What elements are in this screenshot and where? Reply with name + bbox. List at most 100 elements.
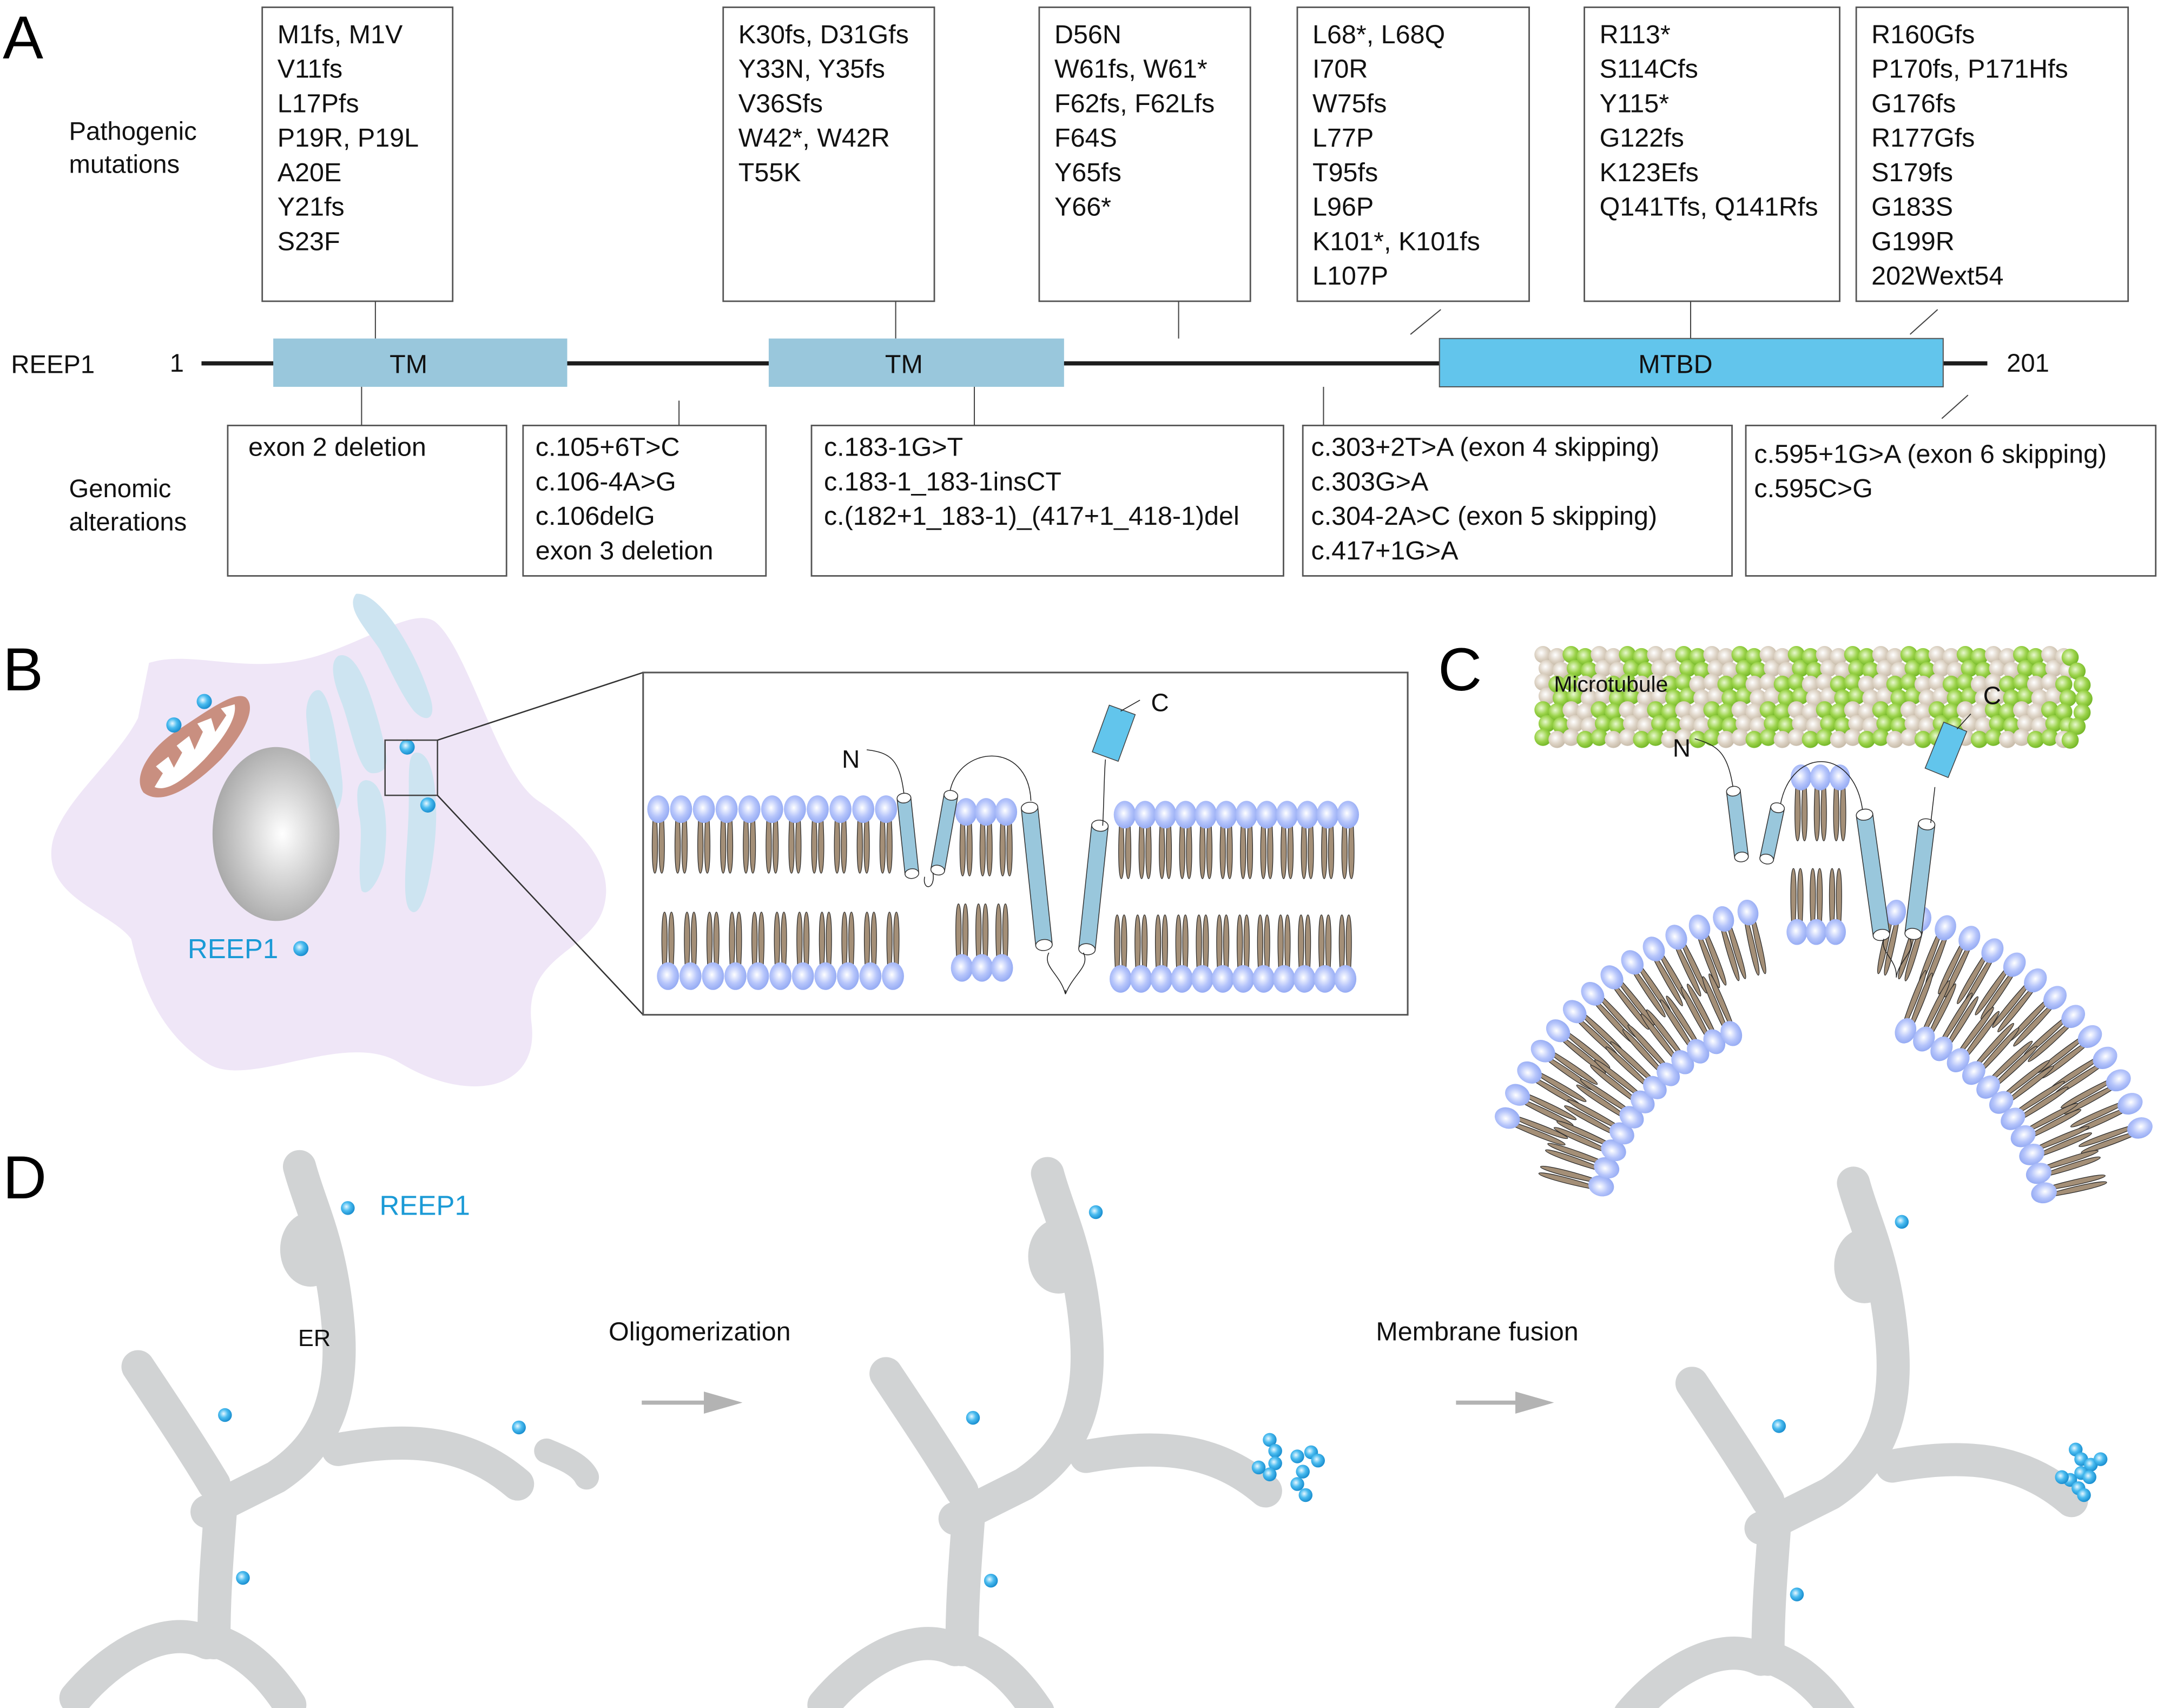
beta-tubulin xyxy=(1731,674,1749,691)
alpha-tubulin xyxy=(1858,703,1876,721)
end-residue: 201 xyxy=(2007,349,2049,378)
domain-tm-1: TM xyxy=(273,338,568,387)
mutation-entry: G176fs xyxy=(1871,89,1956,118)
mutations-row-label-1: Pathogenic xyxy=(69,117,197,146)
lipid xyxy=(1913,980,1956,1052)
alpha-tubulin xyxy=(1566,715,1584,733)
mutation-entry: G122fs xyxy=(1600,123,1684,153)
alpha-tubulin xyxy=(1928,646,1946,663)
beta-tubulin xyxy=(1834,689,1851,707)
mutation-entry: K123Efs xyxy=(1600,158,1699,187)
alpha-tubulin xyxy=(1914,703,1932,721)
lipid xyxy=(1938,926,1981,998)
lipid xyxy=(1195,801,1217,879)
alpha-tubulin xyxy=(1802,703,1819,721)
alpha-tubulin xyxy=(1665,662,1683,680)
alpha-tubulin xyxy=(1675,729,1693,746)
panel-label-a: A xyxy=(3,3,43,71)
alpha-tubulin xyxy=(1778,662,1795,680)
genomic-entry: c.106-4A>G xyxy=(536,467,676,496)
lipid xyxy=(702,912,724,990)
beta-tubulin xyxy=(2075,690,2093,708)
alpha-tubulin xyxy=(1750,689,1767,707)
reep1-legend-label: REEP1 xyxy=(188,933,278,964)
alpha-tubulin xyxy=(1534,646,1552,663)
beta-tubulin xyxy=(1848,660,1865,677)
lipid xyxy=(1191,914,1213,993)
beta-tubulin xyxy=(1914,730,1932,748)
beta-tubulin xyxy=(1872,701,1890,718)
lipid xyxy=(995,798,1018,876)
alpha-tubulin xyxy=(1759,674,1777,691)
alpha-tubulin xyxy=(1534,674,1552,691)
lipid xyxy=(1688,914,1727,988)
arrow-membrane-fusion xyxy=(1456,1392,1554,1414)
domain-mtbd: MTBD xyxy=(1439,338,1944,387)
mutation-entry: L77P xyxy=(1312,123,1374,153)
alpha-tubulin xyxy=(1928,674,1946,691)
genomic-entry: c.106delG xyxy=(536,502,655,531)
n-terminus-label-c: N xyxy=(1673,734,1691,762)
alpha-tubulin xyxy=(1844,729,1862,746)
alpha-tubulin xyxy=(1816,674,1833,691)
lipid xyxy=(1296,801,1318,879)
beta-tubulin xyxy=(1538,715,1556,733)
alpha-tubulin xyxy=(1689,703,1707,721)
alpha-tubulin xyxy=(1998,730,2016,748)
beta-tubulin xyxy=(1858,648,1876,665)
lipid xyxy=(1546,1019,1611,1074)
beta-tubulin xyxy=(1816,729,1833,746)
alpha-tubulin xyxy=(1707,687,1725,705)
lipid xyxy=(1553,1120,1626,1162)
alpha-tubulin xyxy=(1975,717,1993,735)
beta-tubulin xyxy=(2068,662,2086,680)
alpha-tubulin xyxy=(1816,646,1833,663)
alpha-tubulin xyxy=(1619,729,1636,746)
beta-tubulin xyxy=(1844,646,1862,663)
genomic-box: exon 2 deletion xyxy=(227,425,507,577)
lipid xyxy=(1962,1023,2020,1085)
alpha-tubulin xyxy=(1633,703,1651,721)
lipid xyxy=(1175,801,1197,879)
domain-label: MTBD xyxy=(1638,349,1712,379)
reep1-dot xyxy=(399,739,415,755)
beta-tubulin xyxy=(1665,689,1683,707)
lipid xyxy=(2061,1069,2131,1115)
lipid xyxy=(2079,1117,2153,1154)
lipid xyxy=(1947,1007,2000,1072)
beta-tubulin xyxy=(1787,646,1805,663)
alpha-tubulin xyxy=(1731,729,1749,746)
alpha-tubulin xyxy=(1745,675,1763,693)
lipid xyxy=(1505,1084,1577,1126)
er-network-oligomerized xyxy=(807,1157,1325,1708)
alpha-tubulin xyxy=(1703,674,1721,691)
reep1-dot xyxy=(1790,1587,1804,1601)
alpha-tubulin xyxy=(1998,648,2016,665)
lipid xyxy=(1680,984,1726,1054)
lipid xyxy=(1895,970,1933,1044)
microtubule-label: Microtubule xyxy=(1554,672,1668,697)
lipid xyxy=(1976,1040,2037,1099)
genomic-entry: c.595+1G>A (exon 6 skipping) xyxy=(1754,439,2107,469)
lipid xyxy=(1235,801,1258,879)
mutation-entry: Y33N, Y35fs xyxy=(738,55,885,84)
beta-tubulin xyxy=(1764,715,1781,733)
alpha-tubulin xyxy=(1834,662,1851,680)
reep1-oligomer xyxy=(1268,1444,1282,1458)
beta-tubulin xyxy=(1792,660,1809,677)
reep1-oligomer xyxy=(1263,1433,1277,1447)
beta-tubulin xyxy=(1736,687,1753,705)
beta-tubulin xyxy=(1703,729,1721,746)
reep1-dot xyxy=(512,1420,526,1435)
genomic-entry: c.183-1G>T xyxy=(824,433,963,462)
er-network-fused xyxy=(1614,1166,2108,1708)
beta-tubulin xyxy=(2013,674,2030,691)
genomic-entry: exon 2 deletion xyxy=(248,433,426,462)
beta-tubulin xyxy=(1566,687,1584,705)
alpha-tubulin xyxy=(1886,648,1904,665)
lipid xyxy=(1660,995,1710,1064)
beta-tubulin xyxy=(1773,675,1791,693)
